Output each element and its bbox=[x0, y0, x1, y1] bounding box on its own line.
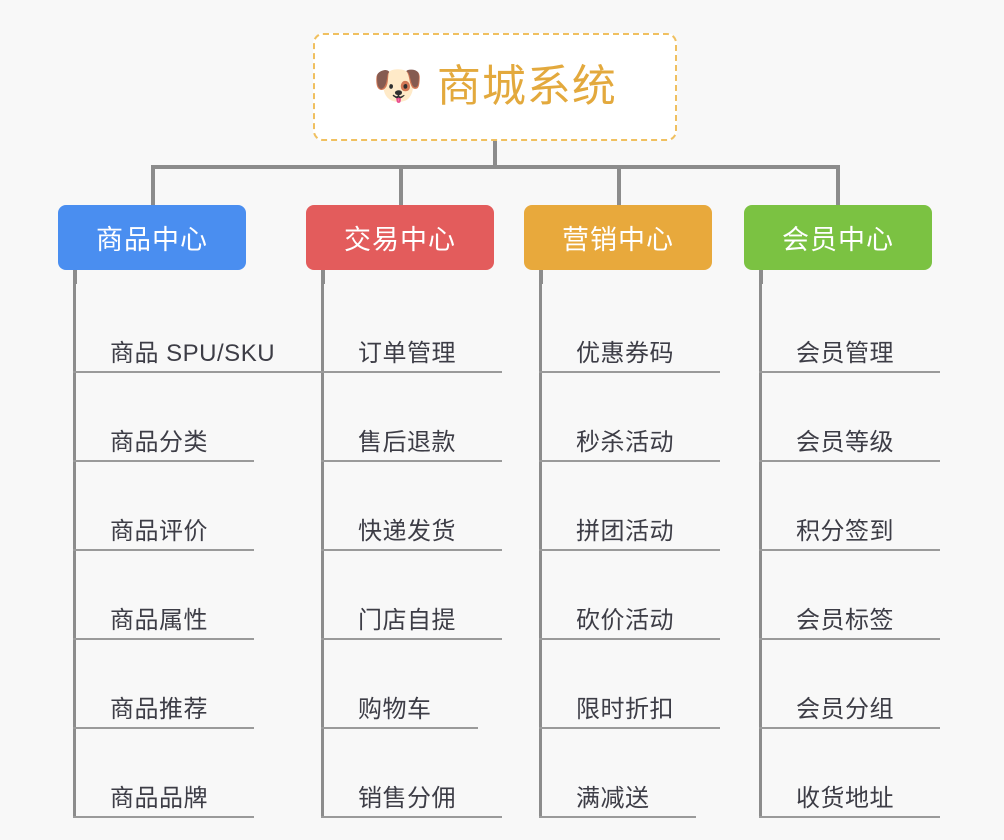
leaf-label: 会员管理 bbox=[796, 339, 894, 367]
leaf-list-marketing-center: 优惠券码 秒杀活动 拼团活动 砍价活动 限时折扣 满减送 bbox=[539, 284, 720, 818]
connector-drop-4 bbox=[836, 165, 840, 205]
leaf-label: 会员分组 bbox=[796, 695, 894, 723]
list-item[interactable]: 秒杀活动 bbox=[539, 373, 720, 462]
list-item[interactable]: 商品推荐 bbox=[73, 640, 254, 729]
branch-header-product-center[interactable]: 商品中心 bbox=[58, 205, 246, 270]
leaf-label: 会员标签 bbox=[796, 606, 894, 634]
leaf-label: 购物车 bbox=[358, 695, 432, 723]
list-item[interactable]: 会员等级 bbox=[759, 373, 940, 462]
branch-member-center: 会员中心 会员管理 会员等级 积分签到 会员标签 会员分组 收货地址 bbox=[744, 205, 940, 834]
leaf-label: 满减送 bbox=[576, 784, 650, 812]
list-item[interactable]: 销售分佣 bbox=[321, 729, 502, 818]
branch-header-trade-center[interactable]: 交易中心 bbox=[306, 205, 494, 270]
leaf-list-trade-center: 订单管理 售后退款 快递发货 门店自提 购物车 销售分佣 bbox=[321, 284, 502, 818]
list-item[interactable]: 会员标签 bbox=[759, 551, 940, 640]
list-item[interactable]: 商品属性 bbox=[73, 551, 254, 640]
leaf-list-product-center: 商品 SPU/SKU 商品分类 商品评价 商品属性 商品推荐 商品品牌 bbox=[72, 284, 322, 818]
list-item[interactable]: 售后退款 bbox=[321, 373, 502, 462]
list-item[interactable]: 商品评价 bbox=[73, 462, 254, 551]
leaf-label: 会员等级 bbox=[796, 428, 894, 456]
leaf-label: 商品 SPU/SKU bbox=[110, 339, 276, 367]
connector-branch-stub-4 bbox=[759, 270, 763, 284]
connector-root-stem bbox=[493, 141, 497, 168]
list-item[interactable]: 订单管理 bbox=[321, 284, 502, 373]
list-item[interactable]: 门店自提 bbox=[321, 551, 502, 640]
list-item[interactable]: 会员分组 bbox=[759, 640, 940, 729]
branch-marketing-center: 营销中心 优惠券码 秒杀活动 拼团活动 砍价活动 限时折扣 满减送 bbox=[524, 205, 720, 834]
list-item[interactable]: 积分签到 bbox=[759, 462, 940, 551]
leaf-label: 收货地址 bbox=[796, 784, 894, 812]
list-item[interactable]: 会员管理 bbox=[759, 284, 940, 373]
root-node[interactable]: 🐶 商城系统 bbox=[313, 33, 677, 141]
leaf-label: 优惠券码 bbox=[576, 339, 674, 367]
connector-branch-stub-3 bbox=[539, 270, 543, 284]
list-item[interactable]: 限时折扣 bbox=[539, 640, 720, 729]
leaf-label: 商品品牌 bbox=[110, 784, 208, 812]
branch-trade-center: 交易中心 订单管理 售后退款 快递发货 门店自提 购物车 销售分佣 bbox=[306, 205, 502, 834]
leaf-label: 售后退款 bbox=[358, 428, 456, 456]
branch-product-center: 商品中心 商品 SPU/SKU 商品分类 商品评价 商品属性 商品推荐 商品品牌 bbox=[58, 205, 322, 834]
list-item[interactable]: 商品分类 bbox=[73, 373, 254, 462]
list-item[interactable]: 快递发货 bbox=[321, 462, 502, 551]
leaf-label: 积分签到 bbox=[796, 517, 894, 545]
connector-branch-stub-2 bbox=[321, 270, 325, 284]
list-item[interactable]: 满减送 bbox=[539, 729, 696, 818]
connector-drop-1 bbox=[151, 165, 155, 205]
connector-branch-stub-1 bbox=[73, 270, 77, 284]
list-item[interactable]: 收货地址 bbox=[759, 729, 940, 818]
leaf-list-member-center: 会员管理 会员等级 积分签到 会员标签 会员分组 收货地址 bbox=[759, 284, 940, 818]
leaf-label: 秒杀活动 bbox=[576, 428, 674, 456]
leaf-label: 商品评价 bbox=[110, 517, 208, 545]
connector-drop-3 bbox=[617, 165, 621, 205]
leaf-label: 门店自提 bbox=[358, 606, 456, 634]
connector-drop-2 bbox=[399, 165, 403, 205]
leaf-label: 销售分佣 bbox=[358, 784, 456, 812]
leaf-label: 限时折扣 bbox=[576, 695, 674, 723]
leaf-label: 拼团活动 bbox=[576, 517, 674, 545]
list-item[interactable]: 购物车 bbox=[321, 640, 478, 729]
list-item[interactable]: 拼团活动 bbox=[539, 462, 720, 551]
branch-header-marketing-center[interactable]: 营销中心 bbox=[524, 205, 712, 270]
leaf-label: 砍价活动 bbox=[576, 606, 674, 634]
list-item[interactable]: 砍价活动 bbox=[539, 551, 720, 640]
connector-horizontal-bus bbox=[151, 165, 839, 169]
branch-header-member-center[interactable]: 会员中心 bbox=[744, 205, 932, 270]
list-item[interactable]: 优惠券码 bbox=[539, 284, 720, 373]
dog-face-icon: 🐶 bbox=[373, 64, 423, 108]
leaf-label: 商品属性 bbox=[110, 606, 208, 634]
list-item[interactable]: 商品 SPU/SKU bbox=[72, 284, 322, 373]
leaf-label: 订单管理 bbox=[358, 339, 456, 367]
leaf-label: 商品推荐 bbox=[110, 695, 208, 723]
list-item[interactable]: 商品品牌 bbox=[73, 729, 254, 818]
leaf-label: 商品分类 bbox=[110, 428, 208, 456]
leaf-label: 快递发货 bbox=[358, 517, 456, 545]
root-title: 商城系统 bbox=[436, 62, 617, 111]
